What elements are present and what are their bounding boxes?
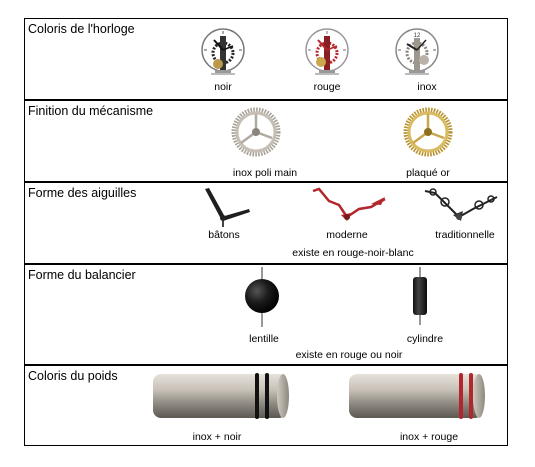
row-title: Forme des aiguilles bbox=[28, 186, 137, 200]
modern-hands-icon bbox=[312, 187, 386, 221]
weight-red-rings-icon bbox=[349, 373, 485, 419]
item-label: inox + noir bbox=[192, 431, 242, 443]
cylinder-pendulum-icon bbox=[413, 267, 427, 325]
row-pendulum-shape: Forme du balancier lentille cylindre exi… bbox=[24, 264, 508, 365]
row-title: Forme du balancier bbox=[28, 268, 136, 282]
clock-numeral: 12 bbox=[414, 33, 421, 39]
item-label: plaqué or bbox=[406, 167, 450, 179]
clock-black-icon bbox=[201, 28, 245, 75]
item-label: cylindre bbox=[406, 333, 444, 345]
options-table: Coloris de l'horloge noir bbox=[24, 18, 510, 446]
row-weight-colors: Coloris du poids inox + noir inox + roug… bbox=[24, 365, 508, 446]
item-label: rouge bbox=[313, 81, 341, 93]
row-note: existe en rouge-noir-blanc bbox=[292, 247, 414, 259]
row-clock-colors: Coloris de l'horloge noir bbox=[24, 18, 508, 100]
row-title: Finition du mécanisme bbox=[28, 104, 154, 118]
row-title: Coloris du poids bbox=[28, 369, 118, 383]
item-label: noir bbox=[214, 81, 232, 93]
gold-gear-wheel-icon bbox=[403, 107, 453, 157]
baton-hands-icon bbox=[205, 188, 250, 227]
row-hand-shapes: Forme des aiguilles bâtons moderne t bbox=[24, 182, 508, 264]
lens-pendulum-icon bbox=[245, 267, 279, 327]
item-label: lentille bbox=[249, 333, 279, 345]
clock-red-icon bbox=[305, 28, 349, 75]
row-title: Coloris de l'horloge bbox=[28, 22, 135, 36]
item-label: moderne bbox=[326, 229, 368, 241]
row-note: existe en rouge ou noir bbox=[295, 349, 403, 361]
traditional-hands-icon bbox=[424, 188, 498, 221]
item-label: inox poli main bbox=[232, 167, 298, 179]
item-label: bâtons bbox=[208, 229, 240, 241]
item-label: traditionnelle bbox=[435, 229, 495, 241]
item-label: inox + rouge bbox=[399, 431, 459, 443]
clock-steel-icon: 12 bbox=[395, 28, 439, 75]
row-mechanism-finish: Finition du mécanisme inox poli main pla… bbox=[24, 100, 508, 182]
item-label: inox bbox=[417, 81, 437, 93]
steel-gear-wheel-icon bbox=[231, 107, 281, 157]
weight-black-rings-icon bbox=[153, 373, 289, 419]
